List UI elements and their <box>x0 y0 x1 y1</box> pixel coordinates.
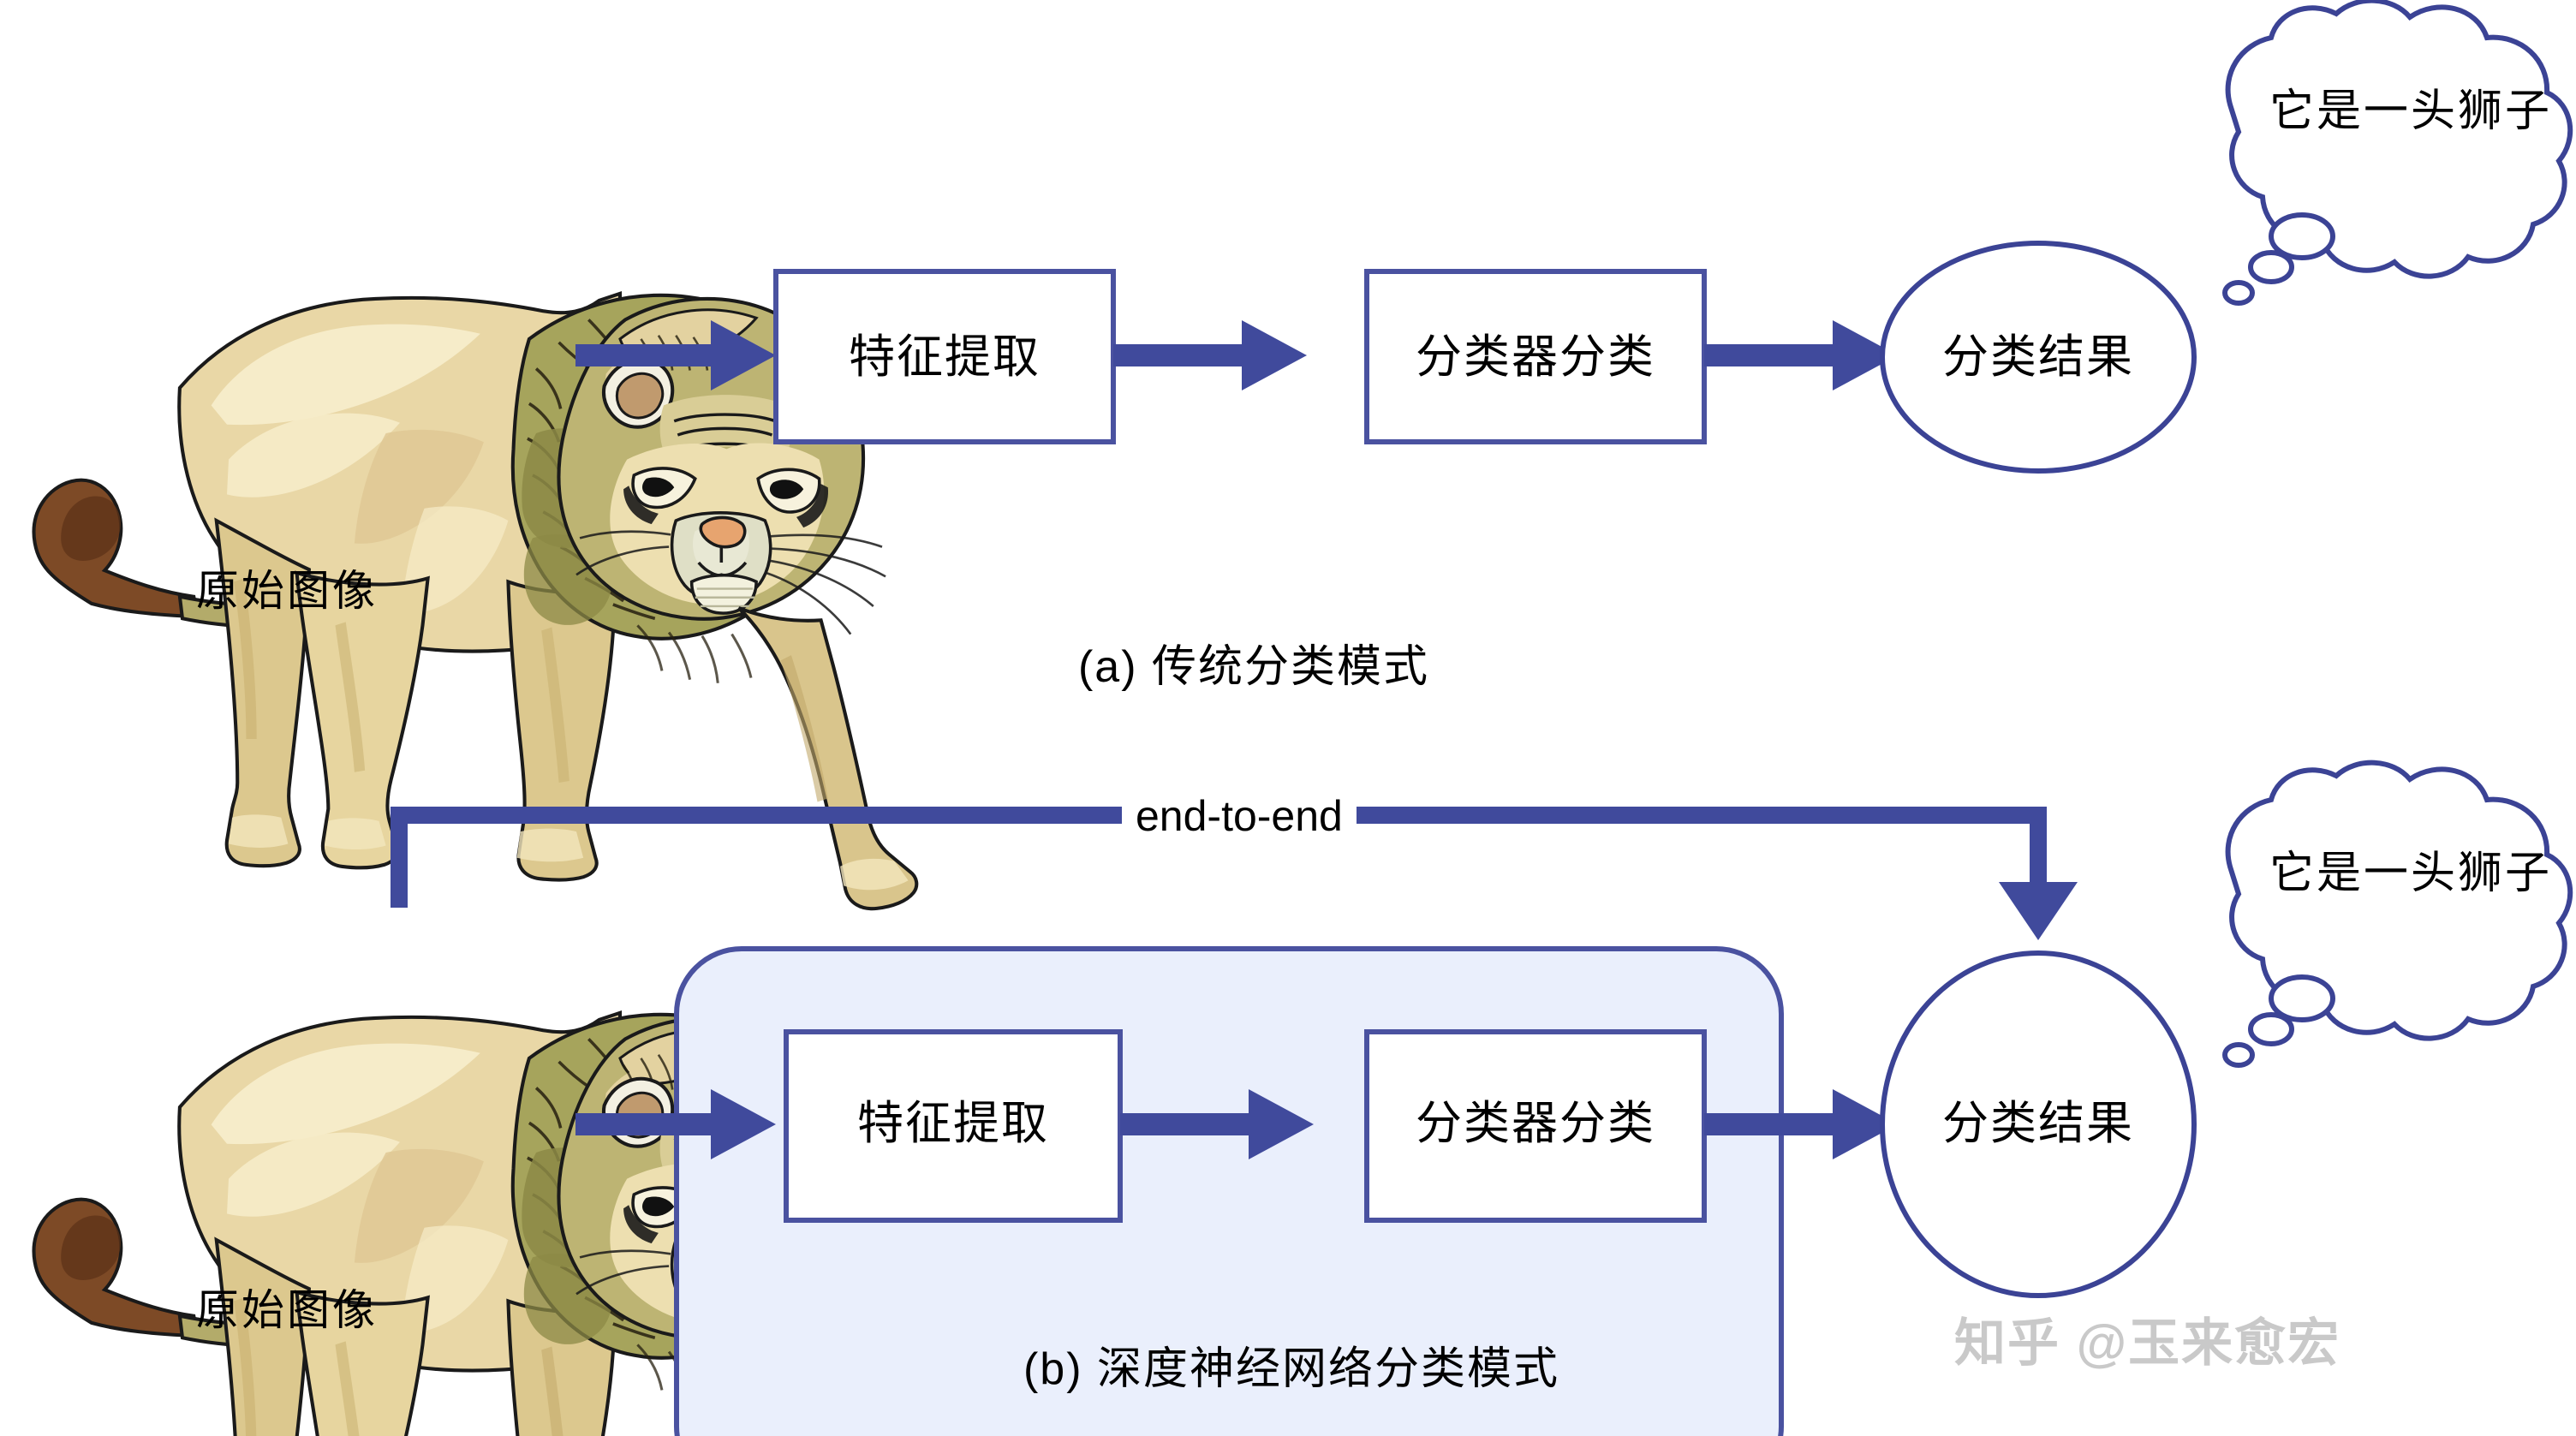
lion-illustration-b <box>32 1010 886 1436</box>
arrow-a-stage1-to-stage2 <box>1113 320 1307 390</box>
zhihu-watermark: 知乎 @玉来愈宏 <box>1954 1314 2341 1372</box>
circle-b-result-label: 分类结果 <box>1942 1098 2134 1149</box>
arrow-b-stage1-to-stage2 <box>1120 1089 1314 1159</box>
image-a-label: 原始图像 <box>196 567 378 615</box>
arrow-b-image-to-stage1 <box>575 1089 776 1159</box>
thought-bubble-a-text: 它是一头狮子 <box>2269 86 2553 136</box>
arrow-b-stage2-to-result <box>1704 1089 1898 1159</box>
arrow-a-stage2-to-result <box>1704 320 1898 390</box>
box-a-stage1-label: 特征提取 <box>849 331 1041 383</box>
box-b-stage1-label: 特征提取 <box>857 1098 1049 1149</box>
box-b-stage2-label: 分类器分类 <box>1416 1098 1655 1149</box>
thought-bubble-b <box>2222 760 2573 1068</box>
caption-b: (b) 深度神经网络分类模式 <box>1023 1344 1559 1394</box>
arrow-a-image-to-stage1 <box>575 320 776 390</box>
lion-illustration-a <box>32 290 919 911</box>
thought-bubble-a <box>2222 0 2573 306</box>
box-a-stage2-label: 分类器分类 <box>1416 331 1655 383</box>
caption-a: (a) 传统分类模式 <box>1077 642 1429 692</box>
image-b-label: 原始图像 <box>196 1286 378 1334</box>
thought-bubble-b-text: 它是一头狮子 <box>2269 849 2553 898</box>
circle-a-result-label: 分类结果 <box>1942 331 2134 383</box>
feedback-label-end-to-end: end-to-end <box>1122 795 1357 837</box>
